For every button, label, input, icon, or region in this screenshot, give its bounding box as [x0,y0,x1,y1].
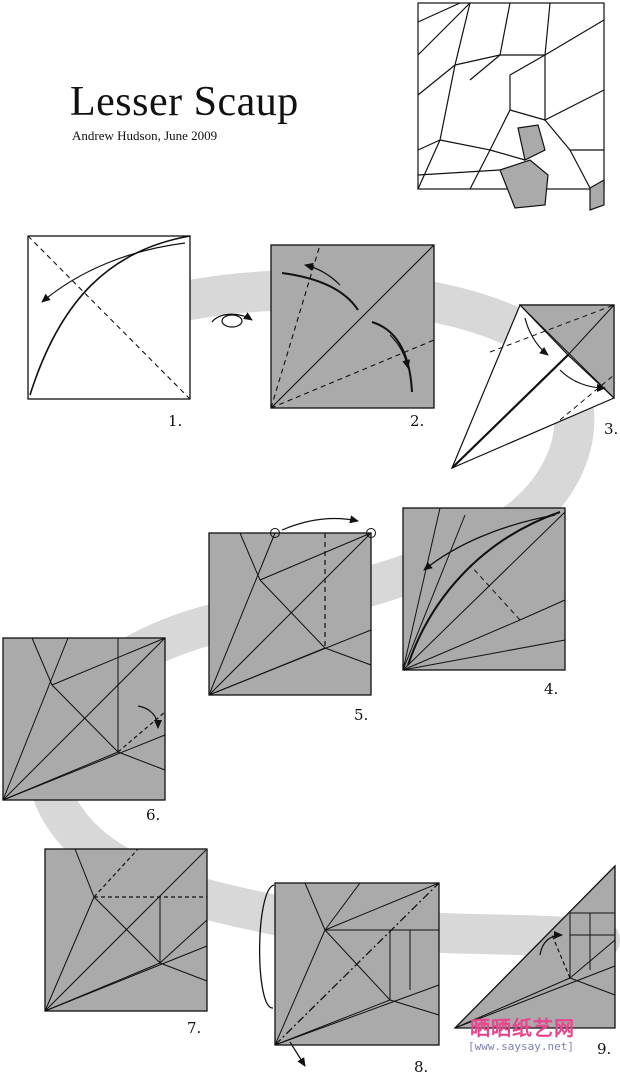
step-number: 8. [414,1058,428,1076]
step-7-diagram [45,849,207,1011]
step-8-diagram [260,883,439,1066]
step-number: 1. [168,412,182,430]
step-number: 9. [597,1040,611,1058]
step-5-diagram [209,518,376,695]
turn-over-icon [212,314,252,327]
step-number: 2. [410,412,424,430]
page-title: Lesser Scaup [70,78,299,126]
step-2-diagram [271,245,434,408]
step-number: 5. [354,706,368,724]
fold-arrow-icon [282,518,358,530]
watermark-brand: 晒晒纸艺网 [470,1012,575,1041]
crease-pattern [418,3,604,210]
step-number: 3. [604,420,618,438]
step-number: 6. [146,806,160,824]
step-4-diagram [403,508,565,670]
step-6-diagram [3,638,165,800]
author-line: Andrew Hudson, June 2009 [72,128,217,144]
step-number: 4. [544,680,558,698]
watermark-url: [www.saysay.net] [468,1040,574,1053]
step-1-diagram [28,236,190,399]
step-number: 7. [187,1019,201,1037]
